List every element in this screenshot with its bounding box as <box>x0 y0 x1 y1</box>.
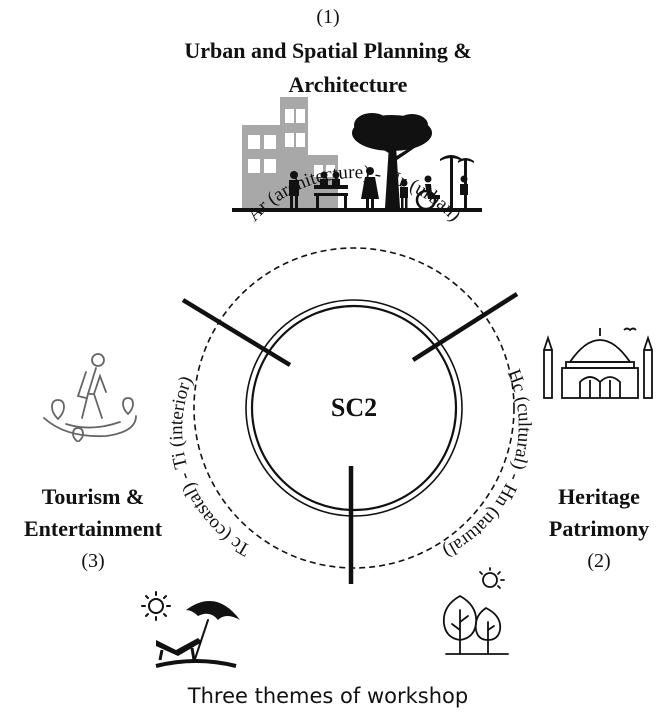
trees-sun-icon <box>442 567 509 655</box>
theme-3-title-line2: Entertainment <box>23 516 163 541</box>
city-park-icon <box>232 97 482 212</box>
divider-top-right <box>411 292 519 362</box>
theme-2-title-line1: Heritage <box>558 484 640 509</box>
outer-dashed-ring <box>193 247 515 569</box>
inner-ring-outer <box>245 299 463 517</box>
mosque-icon <box>543 327 653 399</box>
hiker-map-icon <box>43 353 137 442</box>
divider-top-left <box>181 298 292 367</box>
center-label: SC2 <box>331 393 377 422</box>
theme-1-title-line1: Urban and Spatial Planning & <box>184 38 472 63</box>
theme-1-number: (1) <box>316 6 340 28</box>
beach-umbrella-icon <box>141 591 240 668</box>
inner-ring-inner <box>250 304 458 512</box>
theme-2-number: (2) <box>587 550 611 572</box>
theme-3-title-line1: Tourism & <box>41 484 145 509</box>
ring-label-top: Ar (architecture) - Ur (urban) <box>243 162 465 226</box>
theme-2-title-line2: Patrimony <box>548 516 650 541</box>
figure-caption: Three themes of workshop <box>187 684 469 708</box>
theme-3-number: (3) <box>81 550 105 572</box>
theme-1-title-line2: Architecture <box>288 72 408 97</box>
